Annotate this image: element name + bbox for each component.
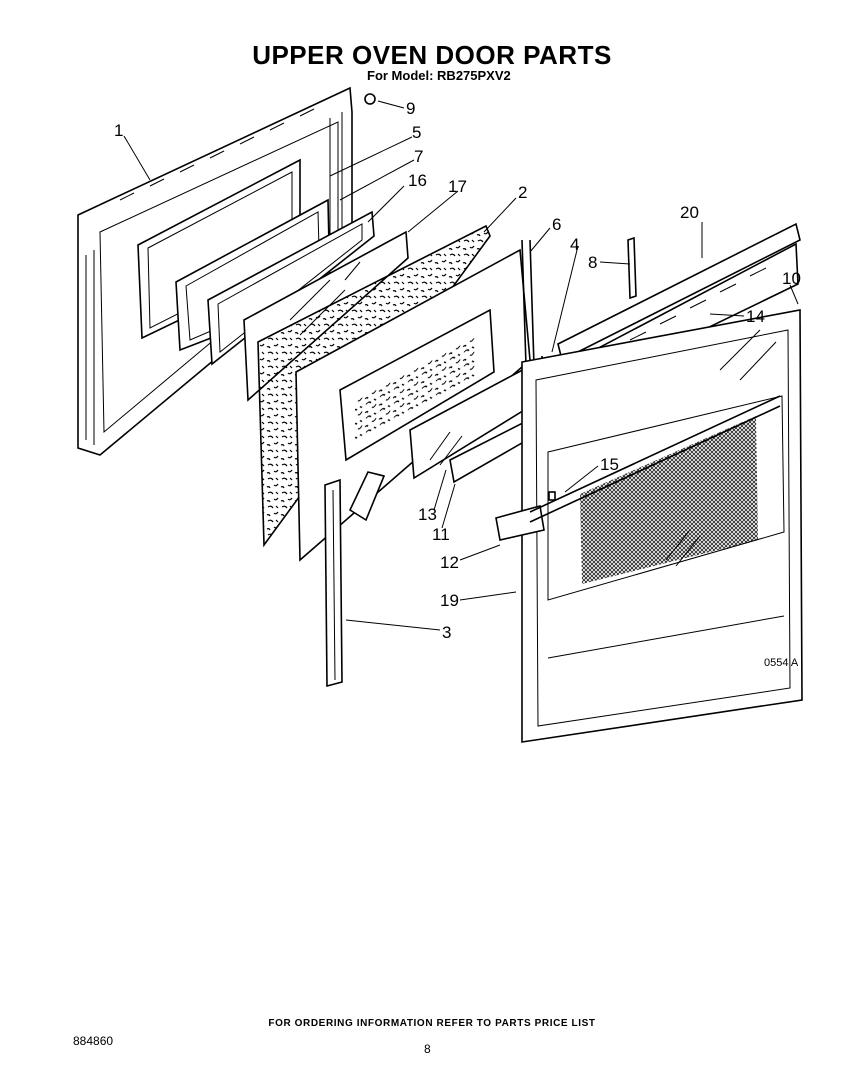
part-8-clip bbox=[627, 236, 637, 300]
callout-5: 5 bbox=[412, 123, 421, 142]
ordering-note: FOR ORDERING INFORMATION REFER TO PARTS … bbox=[268, 1018, 596, 1029]
callout-17: 17 bbox=[448, 177, 467, 196]
callout-9: 9 bbox=[406, 99, 415, 118]
callout-labels: 1 2 3 4 5 6 7 8 9 10 11 12 13 14 15 16 1… bbox=[114, 99, 801, 642]
callout-19: 19 bbox=[440, 591, 459, 610]
callout-4: 4 bbox=[570, 235, 579, 254]
callout-1: 1 bbox=[114, 121, 123, 140]
callout-14: 14 bbox=[746, 307, 765, 326]
callout-20: 20 bbox=[680, 203, 699, 222]
callout-15: 15 bbox=[600, 455, 619, 474]
model-line: For Model: RB275PXV2 bbox=[367, 68, 511, 83]
callout-13: 13 bbox=[418, 505, 437, 524]
callout-16: 16 bbox=[408, 171, 427, 190]
callout-8: 8 bbox=[588, 253, 597, 272]
callout-3: 3 bbox=[442, 623, 451, 642]
part-12-hinge-bracket bbox=[495, 504, 545, 541]
page-title: UPPER OVEN DOOR PARTS bbox=[252, 40, 612, 70]
callout-7: 7 bbox=[414, 147, 423, 166]
callout-10: 10 bbox=[782, 269, 801, 288]
document-number: 884860 bbox=[73, 1034, 114, 1048]
figure-code: 0554 A bbox=[764, 657, 799, 669]
callout-11: 11 bbox=[432, 525, 450, 544]
part-9-screw bbox=[364, 93, 376, 105]
page-number: 8 bbox=[424, 1042, 431, 1056]
callout-12: 12 bbox=[440, 553, 459, 572]
part-15-screw bbox=[548, 491, 556, 501]
callout-2: 2 bbox=[518, 183, 527, 202]
callout-6: 6 bbox=[552, 215, 561, 234]
